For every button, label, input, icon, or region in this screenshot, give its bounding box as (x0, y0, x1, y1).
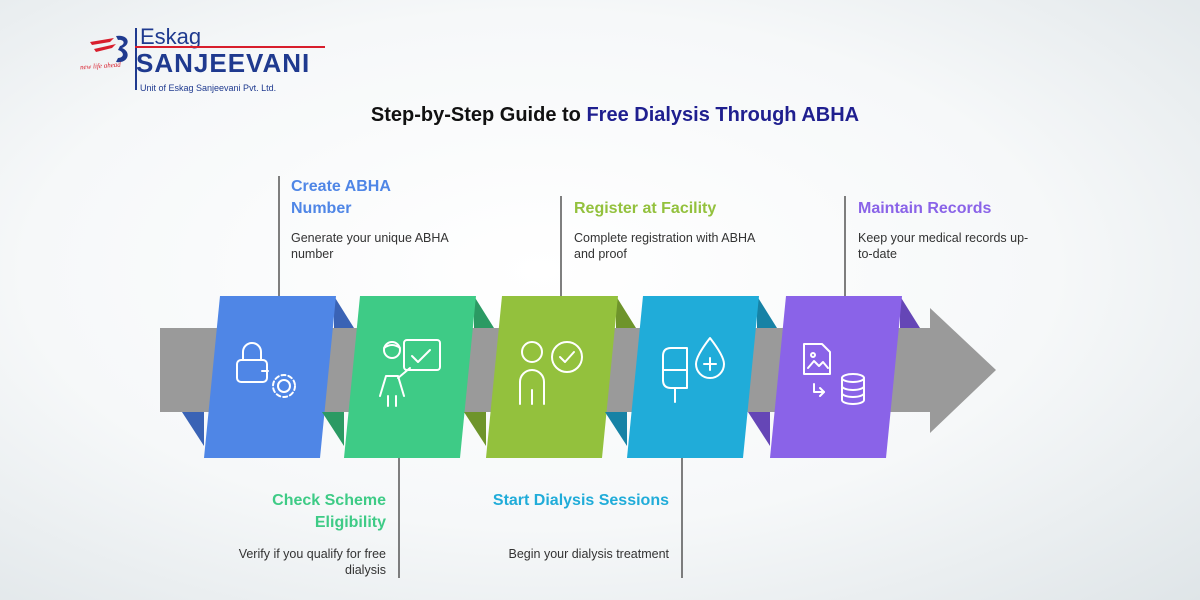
step-5-fold-bottom (748, 412, 770, 446)
presenter-check-icon (379, 339, 441, 407)
step-2-fold-top (474, 296, 494, 328)
iv-drip-icon (662, 337, 725, 403)
arrow-head (930, 308, 996, 433)
step-4-title: Start Dialysis Sessions (492, 492, 669, 509)
step-3-desc: Complete registration with ABHA and proo… (574, 231, 755, 261)
step-5-card (770, 296, 902, 458)
step-4-card (627, 296, 759, 458)
brand-main: SANJEEVANI (136, 48, 311, 78)
step-3-title: Register at Facility (574, 200, 717, 217)
step-1-fold-bottom (182, 412, 204, 446)
records-database-icon (803, 343, 865, 405)
brand-top: Eskag (140, 24, 202, 49)
logo-underline (135, 46, 325, 48)
step-1-desc: Generate your unique ABHA number (291, 231, 449, 261)
title-part2: Free Dialysis Through ABHA (586, 104, 860, 126)
brand-sub: Unit of Eskag Sanjeevani Pvt. Ltd. (140, 83, 277, 93)
step-5-fold-top (900, 296, 920, 328)
step-3-fold-top (616, 296, 636, 328)
step-1-card (204, 296, 336, 458)
page-title: Step-by-Step Guide to Free Dialysis Thro… (0, 104, 1200, 127)
step-3-fold-bottom (464, 412, 486, 446)
step-4-fold-bottom (605, 412, 627, 446)
step-4-fold-top (757, 296, 777, 328)
logo-divider (135, 28, 137, 90)
wing-logo-icon (90, 35, 128, 63)
step-5-title: Maintain Records (858, 200, 992, 217)
step-2-card (344, 296, 476, 458)
step-2-title: Check Scheme Eligibility (272, 492, 386, 531)
step-5-desc: Keep your medical records up-to-date (858, 231, 1029, 261)
step-1-title: Create ABHA Number (291, 178, 391, 217)
person-check-icon (519, 341, 583, 405)
title-part1: Step-by-Step Guide to (370, 104, 587, 126)
brand-logo: Eskag SANJEEVANI Unit of Eskag Sanjeevan… (80, 24, 344, 96)
lock-gear-icon (236, 342, 296, 398)
step-2-fold-bottom (322, 412, 344, 446)
step-2-desc: Verify if you qualify for free dialysis (238, 547, 386, 577)
step-3-card (486, 296, 618, 458)
step-4-desc: Begin your dialysis treatment (508, 547, 670, 561)
step-1-fold-top (334, 296, 354, 328)
